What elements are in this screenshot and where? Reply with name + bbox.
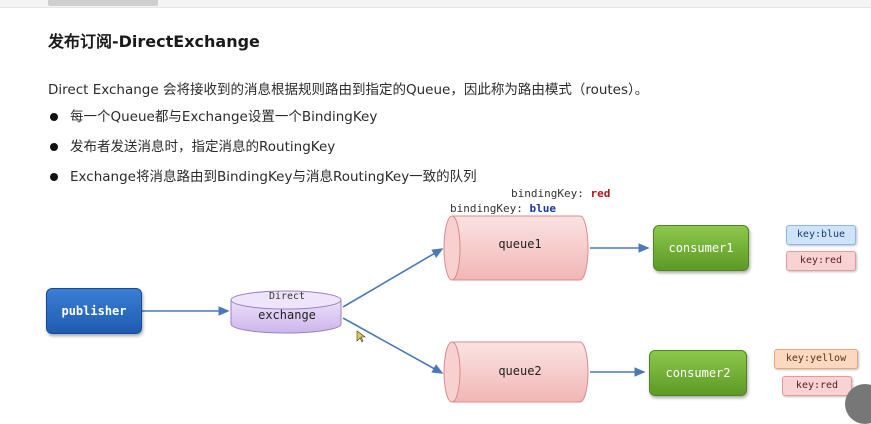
consumer2-key-red: key:red — [782, 376, 852, 396]
consumer2-key-yellow: key:yellow — [774, 349, 858, 369]
queue1-label: queue1 — [498, 237, 542, 251]
direct-exchange-diagram — [141, 215, 650, 403]
exchange-label: exchange — [258, 308, 316, 322]
bullet-dot-icon — [50, 113, 58, 121]
queue2-label: queue2 — [498, 364, 542, 378]
bullet-dot-icon — [50, 143, 58, 151]
binding-key-value: blue — [529, 202, 556, 215]
mouse-cursor-icon — [356, 330, 366, 343]
bullet-text: Exchange将消息路由到BindingKey与消息RoutingKey一致的… — [70, 169, 477, 185]
bullet-item: Exchange将消息路由到BindingKey与消息RoutingKey一致的… — [48, 168, 477, 198]
bullet-text: 发布者发送消息时，指定消息的RoutingKey — [70, 139, 336, 155]
consumer1-node: consumer1 — [653, 225, 749, 271]
exchange-cylinder — [230, 290, 342, 334]
publisher-node: publisher — [46, 288, 142, 334]
queue1-cylinder — [443, 215, 589, 281]
consumer2-node: consumer2 — [649, 350, 747, 396]
binding-key-blue: bindingKey: blue — [450, 202, 556, 215]
binding-key-red: bindingKey: red — [511, 187, 610, 200]
intro-paragraph: Direct Exchange 会将接收到的消息根据规则路由到指定的Queue，… — [48, 82, 649, 98]
top-toolbar-strip — [0, 0, 871, 8]
consumer1-key-blue: key:blue — [786, 225, 856, 245]
exchange-type-label: Direct — [268, 291, 306, 302]
arrow-exchange-queue1 — [342, 248, 444, 308]
bullet-item: 发布者发送消息时，指定消息的RoutingKey — [48, 138, 477, 168]
consumer1-key-red: key:red — [786, 251, 856, 271]
bullet-list: 每一个Queue都与Exchange设置一个BindingKey 发布者发送消息… — [48, 108, 477, 198]
queue2-cylinder — [443, 341, 589, 403]
page-title: 发布订阅-DirectExchange — [48, 32, 260, 51]
corner-overlay-shape — [845, 384, 871, 424]
binding-key-prefix: bindingKey: — [450, 202, 530, 215]
binding-key-value: red — [590, 187, 611, 200]
bullet-item: 每一个Queue都与Exchange设置一个BindingKey — [48, 108, 477, 138]
bullet-dot-icon — [50, 173, 58, 181]
cropped-header-remnant — [48, 0, 158, 6]
bullet-text: 每一个Queue都与Exchange设置一个BindingKey — [70, 109, 378, 125]
binding-key-prefix: bindingKey: — [511, 187, 591, 200]
arrow-exchange-queue2 — [342, 317, 444, 374]
